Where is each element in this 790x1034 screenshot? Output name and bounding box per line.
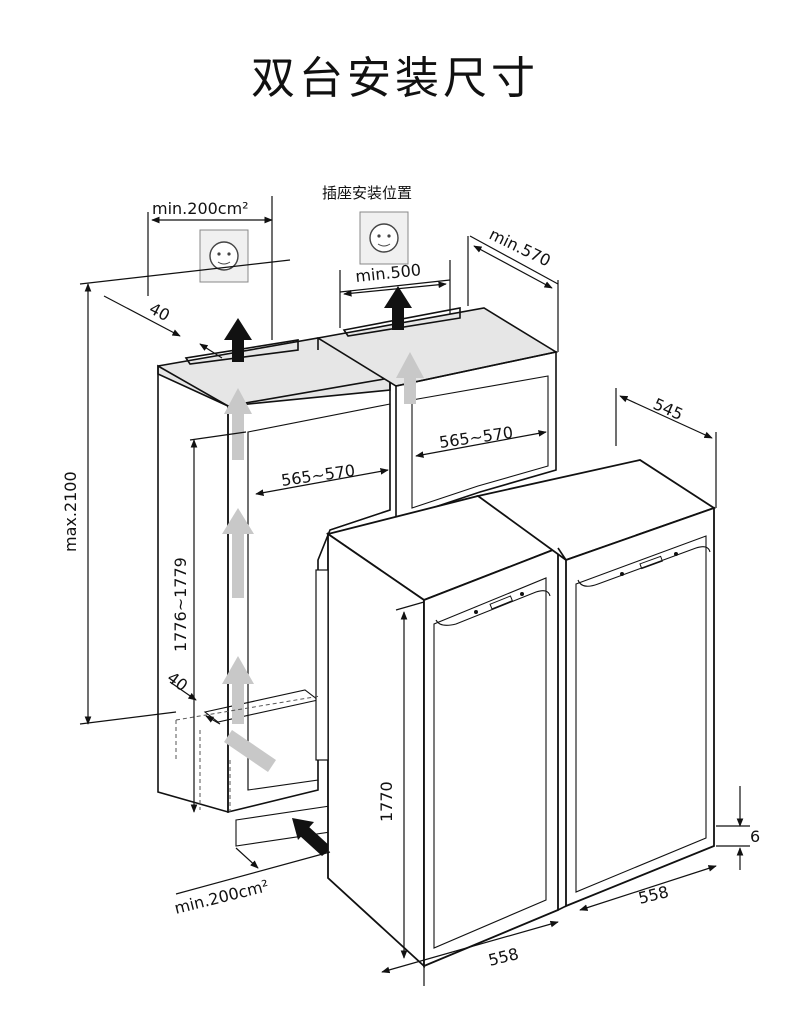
label-fridge-height: 1770 (377, 781, 396, 822)
niche-cabinet-right (315, 307, 559, 522)
label-vent-bottom: min.200cm² (172, 876, 270, 918)
page-title: 双台安装尺寸 (251, 53, 539, 104)
label-niche-height: 1776~1779 (171, 557, 190, 652)
label-socket-position: 插座安装位置 (322, 184, 412, 202)
fridge-left (315, 495, 560, 969)
label-top-offset: 40 (146, 299, 173, 325)
dimension-lines (79, 196, 750, 986)
label-niche-width-left: 565~570 (280, 461, 356, 490)
dashed-guides (175, 695, 321, 812)
socket-icon-left (199, 229, 249, 283)
label-vent-top: min.200cm² (152, 199, 249, 218)
label-bottom-offset: 40 (164, 668, 192, 695)
fridge-right (475, 459, 717, 911)
socket-icon-right (359, 211, 409, 265)
label-total-height: max.2100 (61, 471, 80, 552)
label-plinth: 6 (750, 827, 760, 846)
label-fridge-width-right: 558 (636, 882, 670, 908)
airflow-arrow-icon (224, 286, 412, 856)
label-fridge-width-left: 558 (486, 944, 520, 970)
label-niche-width-right: 565~570 (438, 423, 514, 452)
airflow-ghost-arrows (222, 352, 424, 772)
label-fridge-depth: 545 (650, 394, 686, 424)
